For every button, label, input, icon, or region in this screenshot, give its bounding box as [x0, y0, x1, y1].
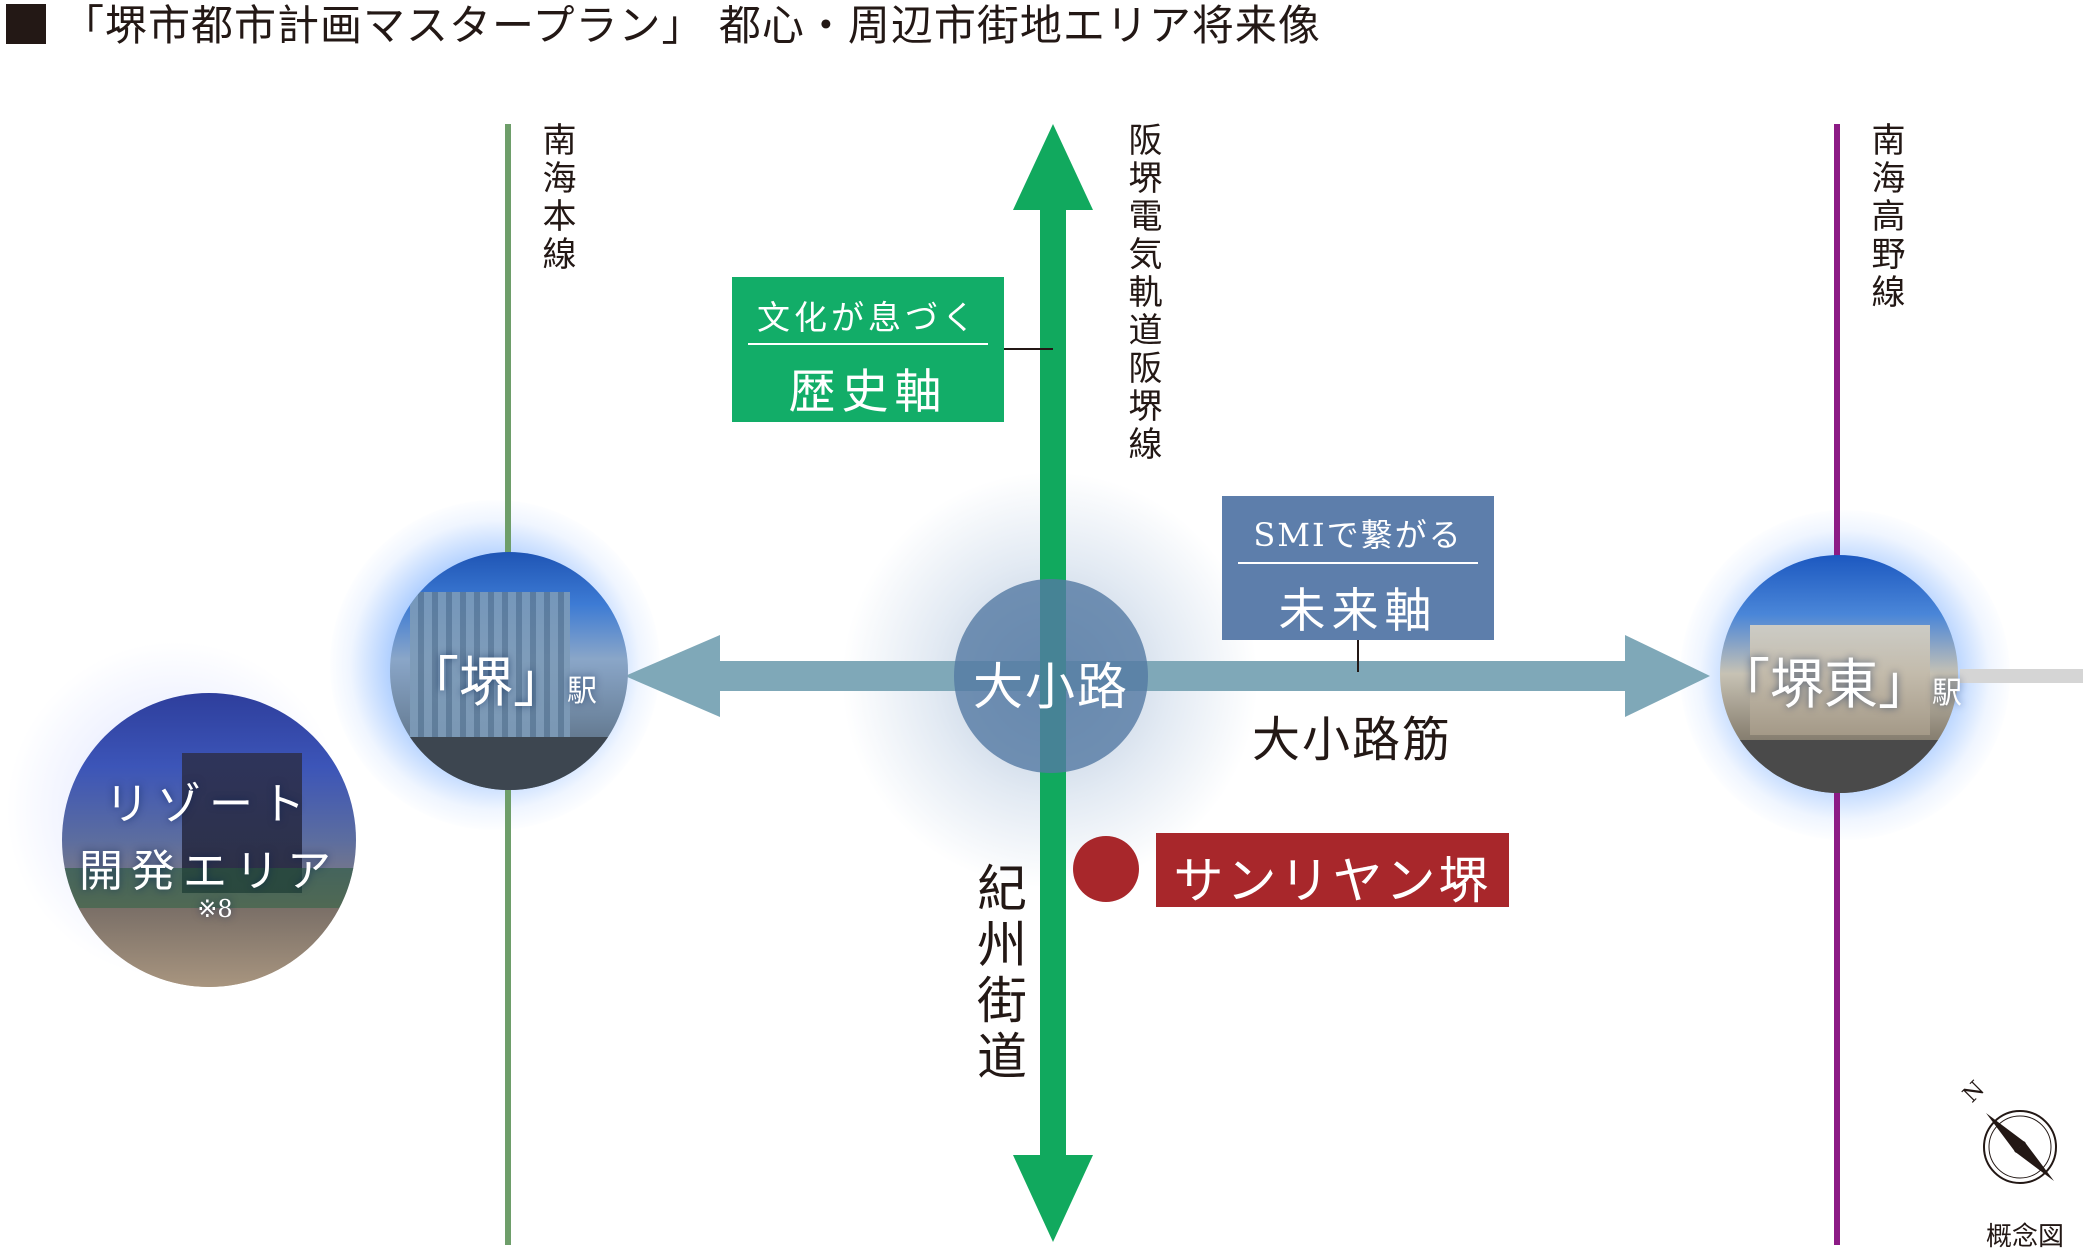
future-axis-top: SMIで繋がる	[1253, 516, 1463, 554]
hankai-arrow-up	[1013, 124, 1093, 210]
highway-label: 紀州街道	[969, 862, 1027, 1086]
resort-label-line2: 開発エリア	[79, 846, 339, 897]
future-axis-rule	[1238, 562, 1478, 564]
grey-extension-line	[1960, 669, 2083, 683]
page-title: 「堺市都市計画マスタープラン」 都心・周辺市街地エリア将来像	[0, 0, 1321, 52]
resort-trees-shape	[62, 868, 356, 908]
history-axis-rule	[748, 343, 988, 345]
history-axis-box: 文化が息づく 歴史軸	[732, 277, 1004, 422]
property-marker-icon	[1073, 836, 1139, 902]
ew-arrow-left	[625, 635, 720, 717]
sakai-station-name: 「堺」駅	[405, 638, 597, 717]
nankai-main-label: 南海本線	[536, 122, 576, 274]
sakai-station-main: 「堺」	[405, 651, 567, 714]
history-axis-top: 文化が息づく	[757, 298, 979, 337]
property-label: サンリヤン堺	[1173, 852, 1492, 910]
center-node-label: 大小路	[973, 658, 1129, 716]
center-node	[954, 579, 1148, 773]
sakai-station-suffix: 駅	[567, 674, 597, 709]
north-compass-icon: N	[1960, 1077, 2057, 1184]
title-text: 「堺市都市計画マスタープラン」 都心・周辺市街地エリア将来像	[62, 1, 1321, 50]
street-label: 大小路筋	[1252, 712, 1453, 768]
sakai-east-building-shape	[1750, 625, 1930, 735]
ew-arrow-right	[1625, 635, 1710, 717]
resort-note: ※8	[197, 895, 233, 923]
sakai-east-station-name: 「堺東」駅	[1716, 640, 1962, 719]
title-square-icon	[6, 4, 46, 44]
resort-area-photo	[62, 693, 356, 987]
compass-n-letter: N	[1960, 1077, 1990, 1108]
history-axis-bottom: 歴史軸	[788, 365, 948, 420]
ew-axis-bar	[700, 661, 1640, 691]
future-axis-bottom: 未来軸	[1278, 584, 1438, 639]
sakai-east-station-photo	[1720, 555, 1958, 793]
sakai-street-shape	[390, 737, 628, 790]
property-label-box: サンリヤン堺	[1156, 833, 1509, 910]
nankai-koya-label: 南海高野線	[1865, 122, 1905, 312]
sakai-building-shape	[410, 592, 570, 742]
sakai-east-station-suffix: 駅	[1932, 676, 1962, 711]
sakai-east-station-main: 「堺東」	[1716, 653, 1932, 716]
resort-promenade-shape	[62, 908, 356, 987]
sakai-east-street-shape	[1720, 740, 1958, 793]
resort-label-line1: リゾート	[105, 779, 313, 830]
hankai-arrow-down	[1013, 1155, 1093, 1242]
hankai-label: 阪堺電気軌道阪堺線	[1122, 122, 1162, 464]
sakai-station-photo	[390, 552, 628, 790]
future-axis-box: SMIで繋がる 未来軸	[1222, 496, 1494, 640]
concept-label: 概念図	[1986, 1222, 2065, 1252]
